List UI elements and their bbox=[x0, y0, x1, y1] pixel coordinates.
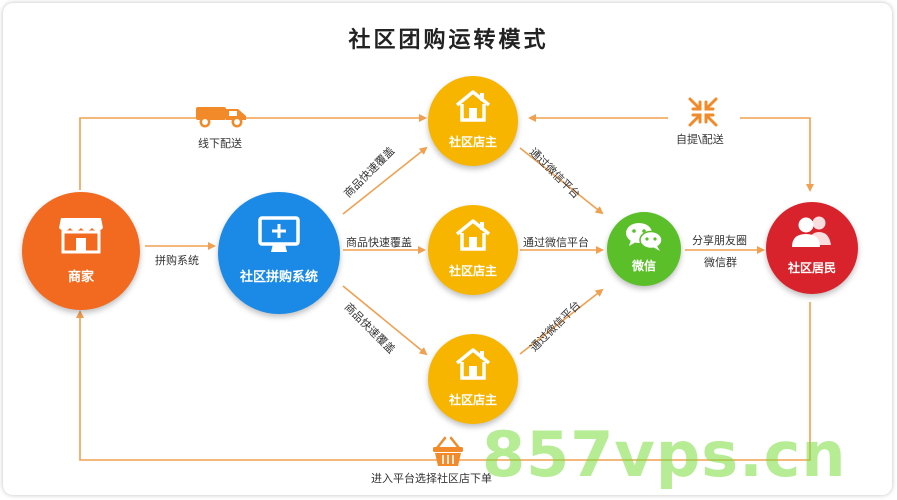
house-icon bbox=[455, 90, 491, 122]
node-store-top-label: 社区店主 bbox=[448, 135, 497, 149]
node-residents-label: 社区居民 bbox=[787, 261, 836, 275]
title-container: 社区团购运转模式 bbox=[0, 22, 897, 54]
collapse-arrows-icon bbox=[688, 97, 718, 127]
people-icon bbox=[792, 216, 831, 247]
house-icon bbox=[455, 219, 491, 251]
arrow-bottom-store-to-wechat bbox=[519, 288, 604, 355]
label-offline-delivery: 线下配送 bbox=[198, 137, 242, 150]
node-wechat: 微信 bbox=[607, 212, 681, 286]
node-system: 社区拼购系统 bbox=[218, 192, 340, 314]
shop-icon bbox=[59, 218, 103, 254]
label-coverage-mid: 商品快速覆盖 bbox=[346, 236, 412, 249]
node-system-label: 社区拼购系统 bbox=[239, 270, 318, 285]
label-bottom-flow: 进入平台选择社区店下单 bbox=[371, 472, 492, 485]
label-wechat-group: 微信群 bbox=[704, 256, 737, 269]
node-store-bottom-label: 社区店主 bbox=[448, 393, 497, 407]
monitor-icon bbox=[258, 216, 300, 252]
diagram-title: 社区团购运转模式 bbox=[330, 22, 567, 54]
basket-icon bbox=[433, 436, 463, 466]
node-merchant-label: 商家 bbox=[67, 270, 94, 285]
node-wechat-label: 微信 bbox=[631, 259, 656, 273]
node-merchant: 商家 bbox=[22, 192, 140, 310]
label-group-buy-system: 拼购系统 bbox=[155, 254, 199, 267]
watermark: 857vps.cn bbox=[482, 418, 847, 491]
node-residents: 社区居民 bbox=[766, 202, 858, 294]
arrow-system-to-top-store bbox=[342, 146, 428, 215]
node-store-bottom: 社区店主 bbox=[428, 334, 518, 424]
arrow-system-to-bottom-store bbox=[342, 285, 428, 356]
arrow-top-store-to-wechat bbox=[519, 147, 604, 215]
label-share-moments: 分享朋友圈 bbox=[692, 234, 747, 247]
arrow-right-down-to-residents bbox=[740, 117, 814, 192]
label-self-pickup: 自提\配送 bbox=[676, 133, 724, 146]
label-via-wechat-mid: 通过微信平台 bbox=[523, 236, 589, 249]
node-store-mid: 社区店主 bbox=[428, 205, 518, 295]
node-store-mid-label: 社区店主 bbox=[448, 264, 497, 278]
node-store-top: 社区店主 bbox=[428, 76, 518, 166]
truck-icon bbox=[196, 107, 246, 128]
wechat-icon bbox=[626, 223, 663, 251]
arrow-merchant-to-top-store bbox=[79, 114, 427, 190]
house-icon bbox=[455, 348, 491, 380]
